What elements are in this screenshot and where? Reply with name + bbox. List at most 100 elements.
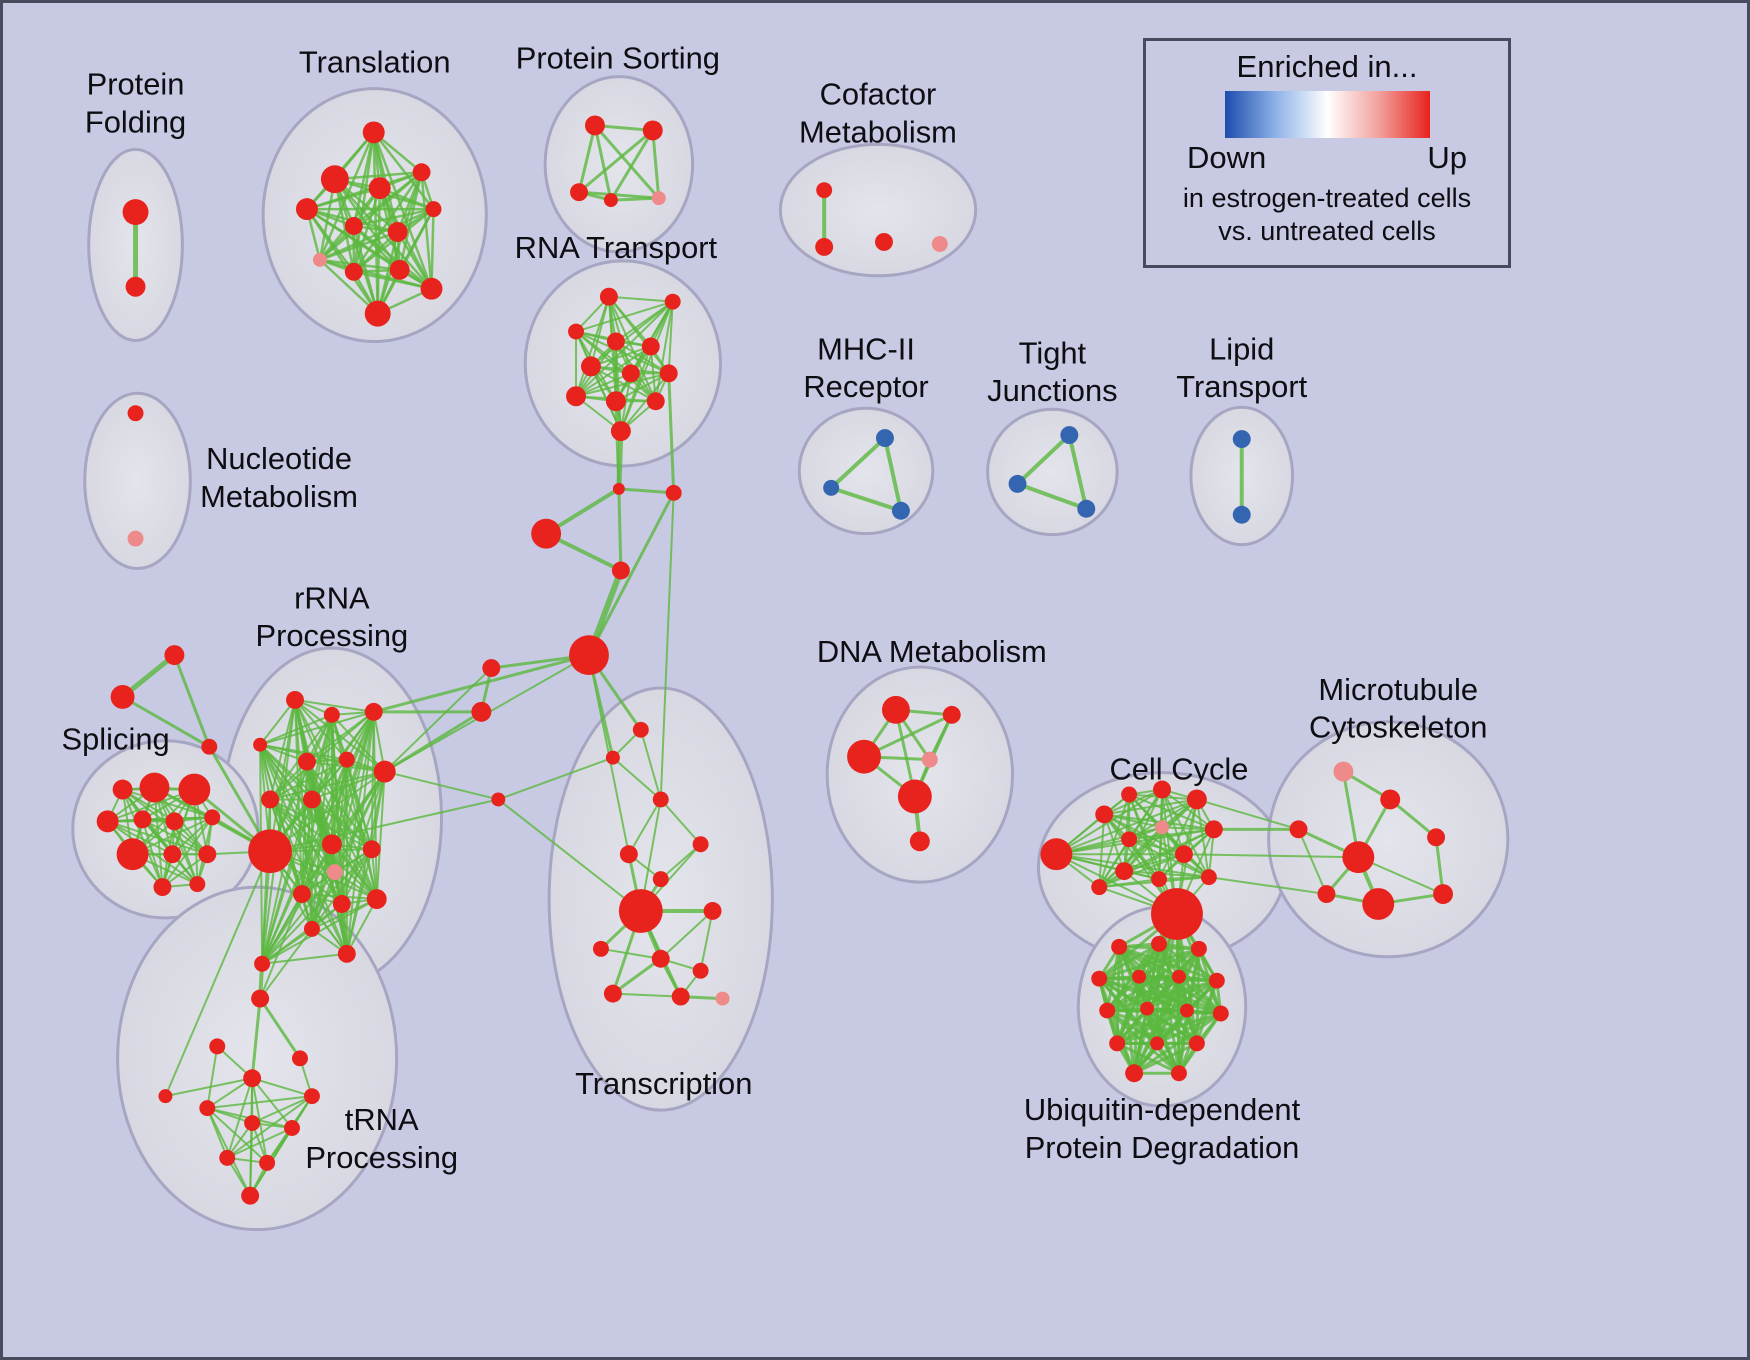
network-node [618,889,663,933]
network-edge [251,1095,313,1125]
network-edge [1115,1012,1223,1045]
network-edge [310,798,373,851]
network-node [1362,888,1395,920]
network-node [1188,1035,1205,1052]
network-edge [121,695,211,749]
network-edge [310,848,373,930]
network-node [664,293,681,310]
network-edge [575,300,674,333]
network-node [373,760,396,783]
network-edge [651,128,661,200]
network-node [1342,841,1375,874]
network-node [344,262,363,281]
legend-up-label: Up [1427,140,1467,175]
network-node [286,690,304,709]
network-node [253,737,268,752]
network-node [344,217,363,235]
network-edge [1132,1007,1149,1075]
network-node [425,201,442,218]
network-node [297,752,316,771]
network-edge [1067,433,1089,511]
network-node [133,810,152,829]
network-edge [318,258,379,315]
network-edge [259,710,375,746]
network-edge [1145,979,1219,1011]
network-edge [383,770,500,801]
network-edge [829,485,903,513]
network-node [122,199,149,226]
network-edge [261,848,373,965]
network-node [198,845,217,864]
network-node [568,323,585,340]
network-node [321,834,342,855]
network-edge [376,230,399,315]
network-edge [1132,1041,1199,1075]
legend: Enriched in... Down Up in estrogen-treat… [1143,38,1511,268]
network-node [323,706,340,723]
network-node [112,779,133,800]
network-node [592,940,609,957]
network-node [921,751,938,768]
network-node [1186,789,1207,810]
network-edge [372,710,378,901]
network-node [165,812,184,831]
network-node [652,871,669,888]
legend-down-label: Down [1187,140,1267,175]
network-node [1289,820,1308,839]
network-node [646,392,665,411]
network-edge [1128,838,1185,856]
network-node [1125,1064,1144,1083]
network-edge [1015,433,1072,486]
network-node [254,955,271,972]
network-node [219,1149,236,1166]
network-edge [259,893,303,1000]
cluster-label-cell-cycle: Cell Cycle [1109,752,1248,787]
network-edge [659,491,675,801]
network-edge [1155,1012,1223,1045]
network-edge [609,128,655,202]
network-node [671,987,690,1006]
network-edge [396,230,433,290]
network-node [875,429,894,448]
network-node [599,287,618,306]
network-node [204,809,221,826]
network-node [909,831,930,852]
network-edge [161,853,209,889]
network-node [897,779,932,814]
network-edge [1115,1009,1189,1045]
network-edge [1137,947,1201,979]
network-edge [1098,813,1106,889]
network-edge [269,798,500,853]
network-edge [575,300,674,398]
network-node [1132,969,1147,984]
network-node [703,902,722,920]
network-edge [829,436,887,490]
network-node [420,277,443,300]
network-node [931,235,948,252]
network-node [164,645,185,666]
network-node [1091,970,1108,987]
network-node [338,751,355,768]
network-edge [330,713,386,773]
network-node [566,386,586,407]
network-edge [226,1127,294,1159]
network-node [816,182,833,199]
network-node [692,962,709,979]
network-node [1099,1002,1116,1019]
network-edge [352,207,435,228]
network-node [531,518,562,549]
network-node [127,530,144,547]
network-node [153,878,172,897]
network-node [1190,940,1207,957]
network-node [621,364,640,383]
network-edge [577,190,661,200]
network-node [1179,1003,1194,1018]
network-node [1077,499,1096,518]
network-edge [577,123,597,194]
network-node [652,791,669,808]
network-edge [250,997,262,1080]
